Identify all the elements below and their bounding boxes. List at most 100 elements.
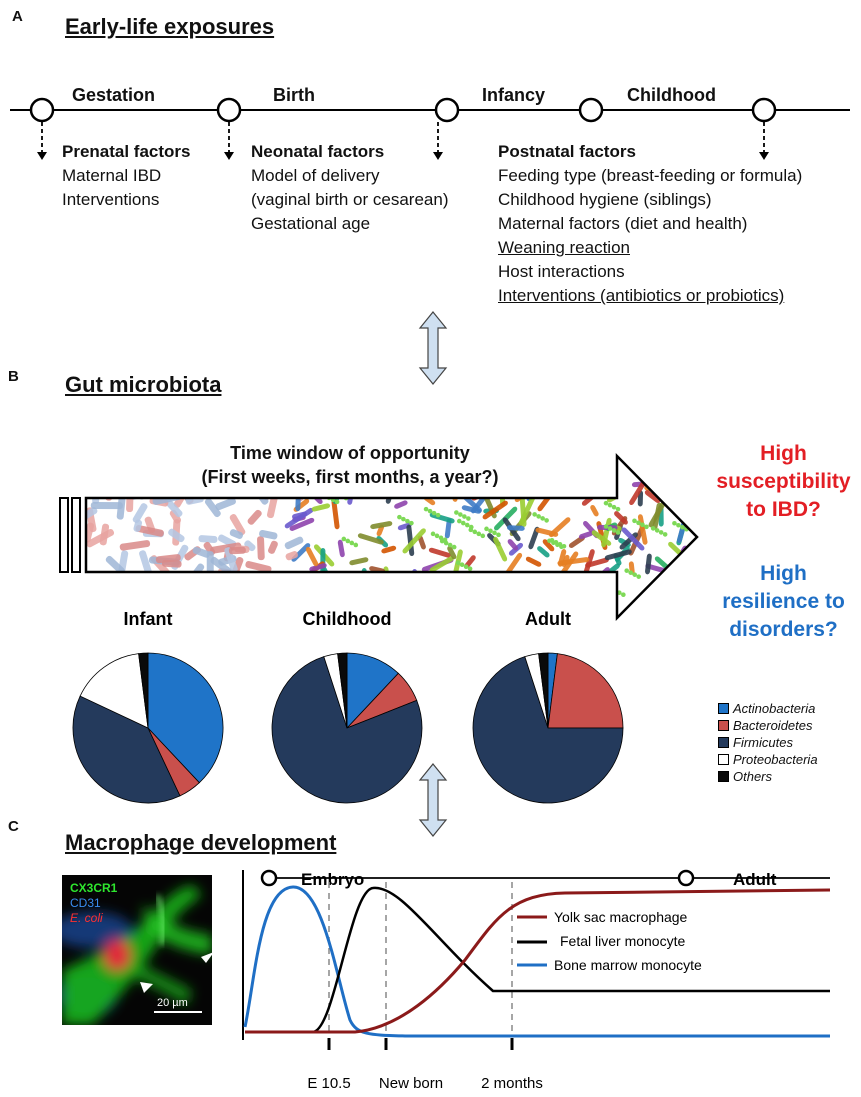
- bacterium: [652, 502, 662, 530]
- bacterium: [289, 517, 315, 531]
- window-text: Time window of opportunity (First weeks,…: [200, 441, 500, 489]
- timeline-node: [260, 869, 278, 887]
- bacterium: [228, 546, 246, 555]
- timeline-label-embryo: Embryo: [301, 870, 364, 889]
- coccus: [636, 520, 641, 526]
- stage-childhood: Childhood: [627, 85, 716, 105]
- coccus: [454, 510, 459, 515]
- coccus: [442, 537, 448, 543]
- resilience-line: High: [760, 562, 807, 585]
- arrowhead: [37, 152, 47, 160]
- coccus: [662, 532, 668, 537]
- bacterium: [381, 545, 397, 554]
- bacterium: [305, 546, 319, 567]
- coccus: [366, 590, 372, 596]
- bacterium: [349, 557, 369, 566]
- coccus: [611, 504, 617, 510]
- micro-label: E. coli: [70, 911, 103, 925]
- bacterium: [268, 540, 278, 554]
- bone-marrow-curve: [243, 885, 830, 1038]
- bacterium: [390, 582, 397, 595]
- timeline-node: [434, 97, 460, 123]
- coccus: [640, 522, 645, 528]
- coccus: [644, 524, 649, 530]
- bacterium: [147, 478, 178, 488]
- legend-swatch: [718, 754, 729, 765]
- coccus: [549, 538, 555, 543]
- arrowhead-marker: [201, 952, 212, 963]
- bacterium: [447, 545, 457, 560]
- bacterium: [591, 530, 612, 546]
- bacterium: [614, 511, 628, 525]
- bacterium: [504, 552, 523, 577]
- pie-title: Adult: [525, 609, 571, 629]
- bacterium: [549, 573, 557, 600]
- arrowhead: [433, 152, 443, 160]
- window-line-1: Time window of opportunity: [230, 443, 470, 463]
- bacterium: [583, 549, 595, 576]
- bacterium: [668, 541, 683, 556]
- coccus: [607, 526, 613, 531]
- coccus: [345, 538, 351, 544]
- coccus: [664, 493, 670, 499]
- pie-slice-actinobacteria: [147, 652, 224, 784]
- susceptibility-line: High: [760, 442, 807, 465]
- prenatal-factors: Prenatal factors Maternal IBD Interventi…: [62, 140, 191, 212]
- coccus: [462, 514, 467, 519]
- timeline-label-adult: Adult: [733, 870, 777, 889]
- bacterium: [402, 528, 426, 554]
- coccus: [431, 510, 437, 516]
- coccus: [467, 566, 473, 572]
- legend-swatch: [718, 737, 729, 748]
- susceptibility-line: to IBD?: [746, 498, 821, 521]
- panel-letter-b: B: [8, 368, 19, 385]
- coccus: [463, 564, 469, 570]
- stage-infancy: Infancy: [482, 85, 546, 105]
- bacterium: [307, 572, 333, 587]
- coccus: [654, 528, 660, 533]
- prenatal-item: Maternal IBD: [62, 166, 162, 185]
- panel-a-title: Early-life exposures: [65, 14, 275, 39]
- prenatal-item: Interventions: [62, 190, 160, 209]
- pie-title: Childhood: [303, 609, 392, 629]
- coccus: [603, 500, 609, 506]
- bacterium: [644, 490, 661, 504]
- postnatal-item: Weaning reaction: [498, 238, 630, 257]
- bacterium: [245, 560, 272, 573]
- pie-title: Infant: [124, 609, 173, 629]
- coccus: [621, 592, 626, 597]
- coccus: [480, 533, 486, 539]
- development-chart: Embryo Adult Yolk sac macrophage Fetal l…: [242, 869, 831, 1092]
- bacterium: [229, 514, 246, 536]
- coccus: [459, 562, 465, 568]
- microscopy-image: CX3CR1 CD31 E. coli 20 µm: [62, 875, 212, 1025]
- bacterium: [505, 574, 521, 598]
- bacterium: [480, 575, 493, 587]
- high-susceptibility: High susceptibility to IBD?: [706, 440, 861, 524]
- arrow-tail-bar: [59, 497, 69, 573]
- coccus: [650, 526, 656, 531]
- bacterium: [350, 577, 359, 594]
- coccus: [334, 499, 340, 505]
- coccus: [362, 588, 368, 594]
- coccus: [397, 514, 402, 520]
- coccus: [434, 533, 440, 539]
- bacterium: [173, 474, 200, 488]
- bacterium: [139, 550, 154, 582]
- coccus: [676, 522, 681, 528]
- coccus: [353, 542, 359, 548]
- prenatal-heading: Prenatal factors: [62, 142, 191, 161]
- bacterium: [423, 495, 436, 506]
- bacterium: [681, 476, 693, 487]
- bacterium: [519, 493, 527, 527]
- bacterium: [259, 529, 278, 540]
- bacterium: [671, 473, 680, 488]
- bacterium: [585, 557, 609, 568]
- coccus: [409, 520, 414, 526]
- bacterium: [361, 568, 367, 583]
- coccus: [472, 529, 478, 535]
- coccus: [607, 502, 613, 508]
- legend-swatch: [718, 703, 729, 714]
- pie-slice-firmicutes: [72, 695, 181, 804]
- bacterium: [514, 481, 538, 503]
